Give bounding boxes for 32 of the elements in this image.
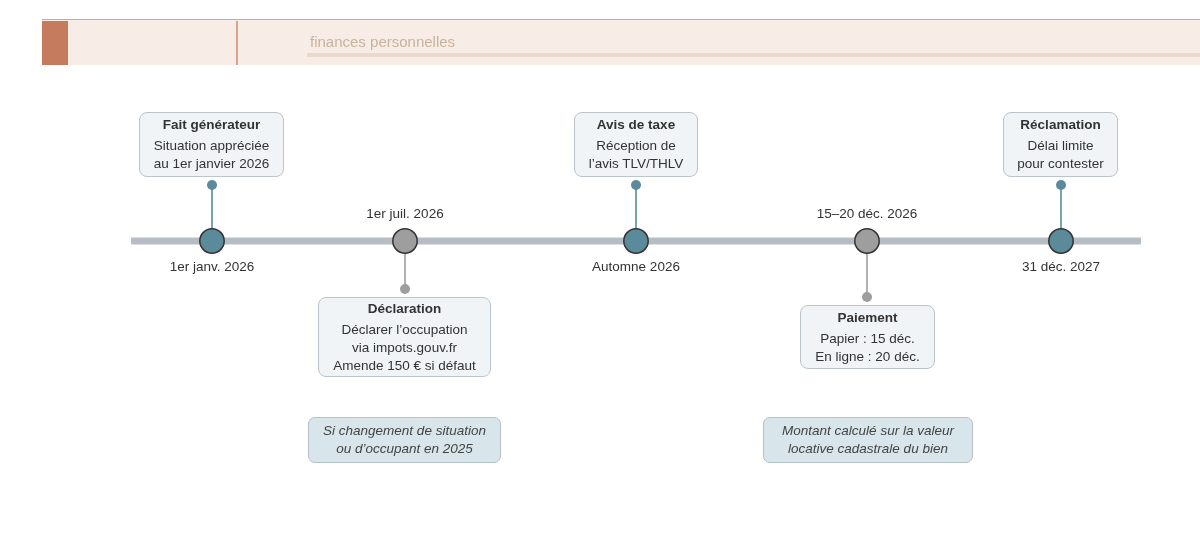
date-label: 31 déc. 2027 [1021, 259, 1101, 275]
milestone-circle [623, 228, 649, 254]
date-label: Automne 2026 [592, 259, 680, 275]
event-card [1003, 112, 1118, 177]
card-text: Amende 150 € si défaut [333, 356, 476, 375]
card-text: Papier : 15 déc. [820, 329, 915, 348]
note-box [308, 417, 501, 463]
milestone-circle [1048, 228, 1074, 254]
date-label: 1er juil. 2026 [366, 206, 444, 222]
card-title: Réclamation [1020, 116, 1101, 134]
event-card [574, 112, 698, 177]
milestone-circle [392, 228, 418, 254]
note-text: Si changement de situation ou d’occupant en 2025 [322, 422, 487, 458]
date-label: 1er janv. 2026 [169, 259, 255, 275]
card-title: Fait générateur [162, 116, 261, 134]
card-text: Déclarer l’occupation via impots.gouv.fr [340, 320, 469, 357]
card-title: Paiement [837, 308, 898, 327]
card-text: Situation appréciée au 1er janvier 2026 [152, 137, 271, 173]
card-title: Avis de taxe [596, 116, 676, 134]
card-title: Déclaration [367, 299, 442, 318]
note-text: Montant calculé sur la valeur locative cadastrale du bien [781, 422, 956, 458]
event-card [800, 305, 935, 369]
event-card [139, 112, 284, 177]
event-card [318, 297, 491, 377]
card-text: Délai limite pour contester [1016, 137, 1105, 173]
note-box [763, 417, 973, 463]
milestone-circle [199, 228, 225, 254]
milestone-circle [854, 228, 880, 254]
section-label: finances personnelles [310, 33, 456, 51]
card-text: En ligne : 20 déc. [815, 347, 920, 366]
card-text: Réception de l’avis TLV/THLV [587, 137, 685, 173]
date-label: 15–20 déc. 2026 [816, 206, 918, 222]
